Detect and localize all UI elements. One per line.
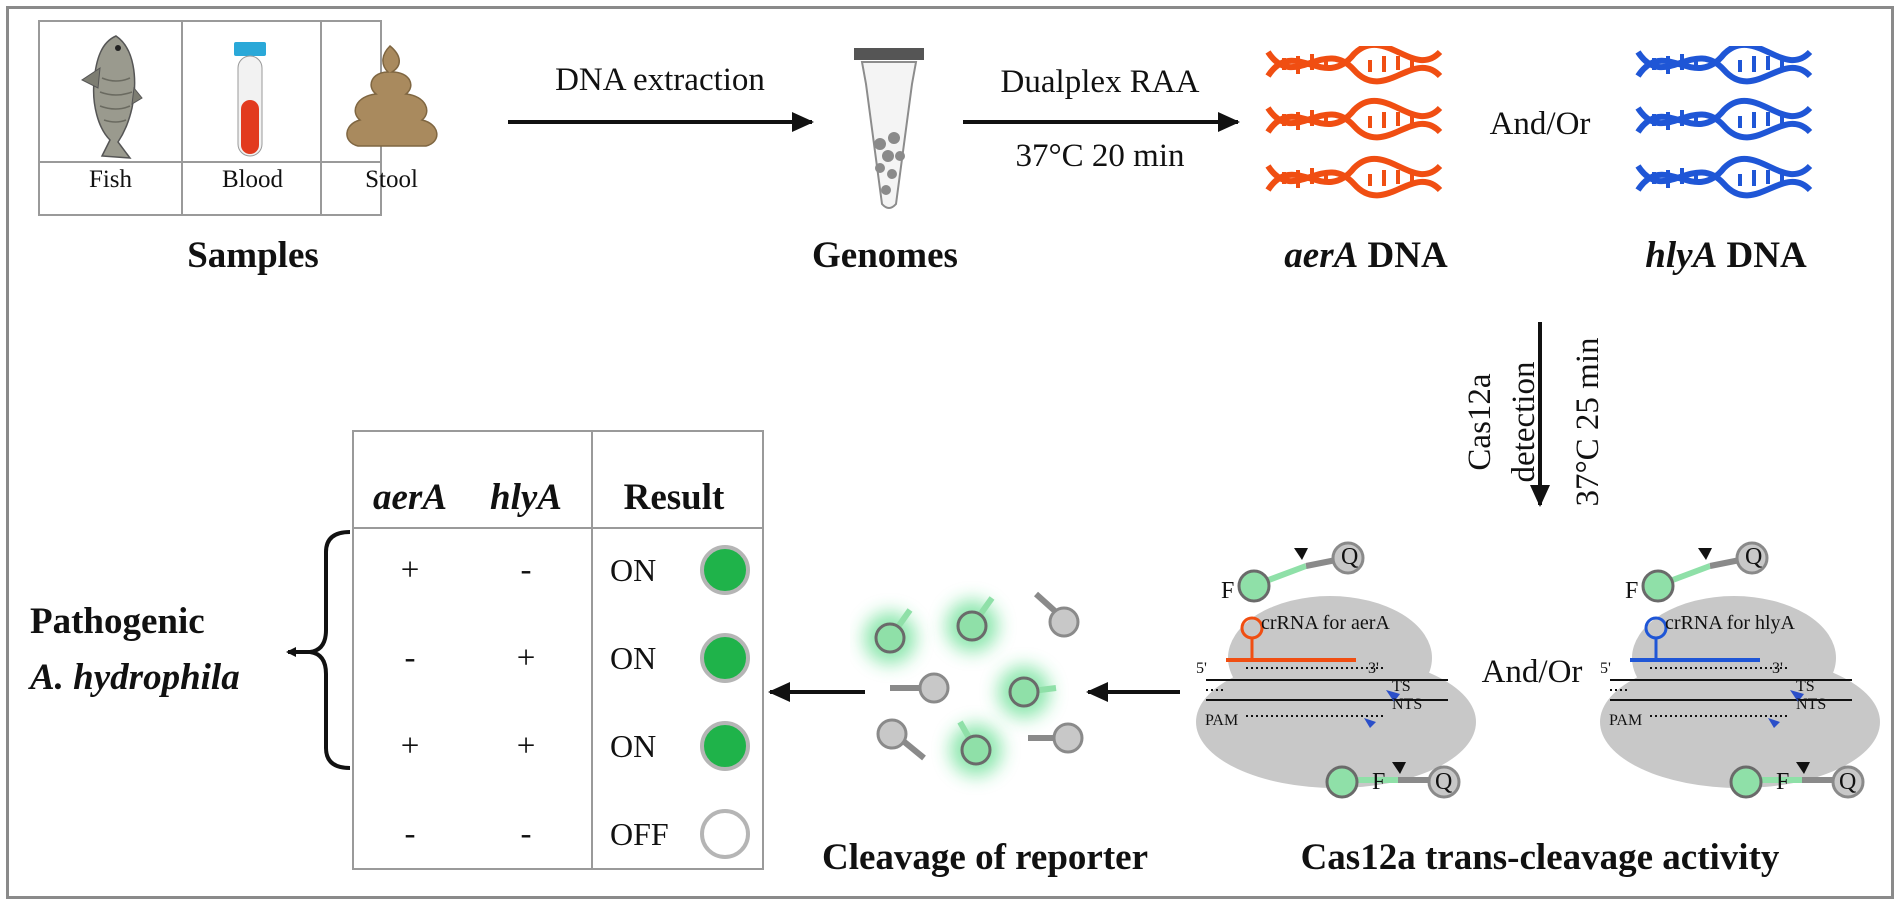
figure-frame (6, 6, 1894, 899)
samples-grid (38, 20, 382, 216)
row3-indicator (700, 721, 750, 771)
reporter-q-top-aerA: Q (1341, 544, 1359, 570)
dna-3prime-hlyA: 3' (1772, 660, 1783, 677)
fish-icon (81, 35, 143, 159)
ts-label-hlyA: TS (1796, 678, 1815, 695)
aerA-dna-title: aerA DNA (1284, 235, 1448, 276)
row1-aerA: + (400, 552, 420, 588)
table-header-hlyA: hlyA (490, 477, 562, 518)
ts-label-aerA: TS (1392, 678, 1411, 695)
sample-tube-icon (854, 48, 924, 209)
aerA-dna-helices (1264, 46, 1444, 212)
quencher-fragment (1033, 591, 1080, 638)
reporter-q-top-hlyA: Q (1745, 544, 1763, 570)
crrna-aerA-label: crRNA for aerA (1261, 612, 1390, 634)
reporter-q-bottom-hlyA: Q (1839, 769, 1857, 795)
row2-indicator (700, 633, 750, 683)
conclusion-line1: Pathogenic (30, 601, 205, 642)
cas12a-label-line2: detection (1506, 361, 1542, 483)
row4-indicator (700, 809, 750, 859)
reporter-f-top-hlyA: F (1625, 578, 1639, 604)
nts-label-hlyA: NTS (1796, 696, 1827, 713)
cas12a-complex-hlyA (1600, 541, 1880, 799)
stool-icon (346, 44, 438, 147)
row3-hlyA: + (516, 728, 536, 764)
cas12a-label-line1: Cas12a (1462, 373, 1498, 471)
dna-5prime-top-aerA: 5' (1196, 660, 1207, 677)
reporter-f-bottom-aerA: F (1372, 769, 1386, 795)
cas12a-activity-title: Cas12a trans-cleavage activity (1300, 837, 1780, 878)
pam-label-aerA: PAM (1205, 712, 1239, 729)
cleaved-fragment (864, 608, 916, 664)
row4-aerA: - (404, 816, 416, 852)
dna-5prime-top-hlyA: 5' (1600, 660, 1611, 677)
table-header-result: Result (623, 477, 725, 518)
dna-3prime-aerA: 3' (1368, 660, 1379, 677)
sample-label-blood: Blood (221, 166, 284, 193)
pam-label-hlyA: PAM (1609, 712, 1643, 729)
extraction-label: DNA extraction (555, 62, 765, 98)
result-bracket (309, 530, 351, 770)
hlyA-dna-title: hlyA DNA (1645, 235, 1807, 276)
row4-result: OFF (610, 816, 669, 852)
results-table (352, 430, 764, 870)
nts-label-aerA: NTS (1392, 696, 1423, 713)
reporter-q-bottom-aerA: Q (1435, 769, 1453, 795)
table-header-aerA: aerA (373, 477, 447, 518)
cleaved-reporters (864, 591, 1084, 776)
row2-aerA: - (404, 640, 416, 676)
row1-hlyA: - (520, 552, 532, 588)
row3-aerA: + (400, 728, 420, 764)
quencher-fragment (1028, 722, 1084, 754)
cas-connector: And/Or (1481, 654, 1583, 690)
quencher-fragment (876, 718, 926, 761)
hlyA-dna-helices (1634, 46, 1814, 212)
row4-hlyA: - (520, 816, 532, 852)
cas12a-condition: 37°C 25 min (1570, 337, 1606, 507)
samples-title: Samples (187, 235, 319, 276)
quencher-fragment (890, 672, 950, 704)
reporter-f-top-aerA: F (1221, 578, 1235, 604)
sample-label-stool: Stool (365, 166, 418, 193)
cleaved-fragment (946, 596, 998, 652)
dna-connector: And/Or (1489, 106, 1591, 142)
blood-tube-icon (234, 42, 266, 157)
raa-condition: 37°C 20 min (1015, 138, 1185, 174)
row1-indicator (700, 545, 750, 595)
cas12a-complex-aerA (1196, 541, 1476, 799)
cleavage-title: Cleavage of reporter (821, 837, 1148, 878)
cleaved-fragment (998, 666, 1057, 718)
genomes-title: Genomes (812, 235, 958, 276)
cleaved-fragment (950, 720, 1002, 776)
row2-result: ON (610, 640, 657, 676)
conclusion-line2: A. hydrophila (30, 657, 240, 698)
sample-label-fish: Fish (88, 166, 133, 193)
crrna-hlyA-label: crRNA for hlyA (1665, 612, 1795, 634)
row1-result: ON (610, 552, 657, 588)
reporter-f-bottom-hlyA: F (1776, 769, 1790, 795)
raa-label: Dualplex RAA (1000, 64, 1200, 100)
row3-result: ON (610, 728, 657, 764)
row2-hlyA: + (516, 640, 536, 676)
